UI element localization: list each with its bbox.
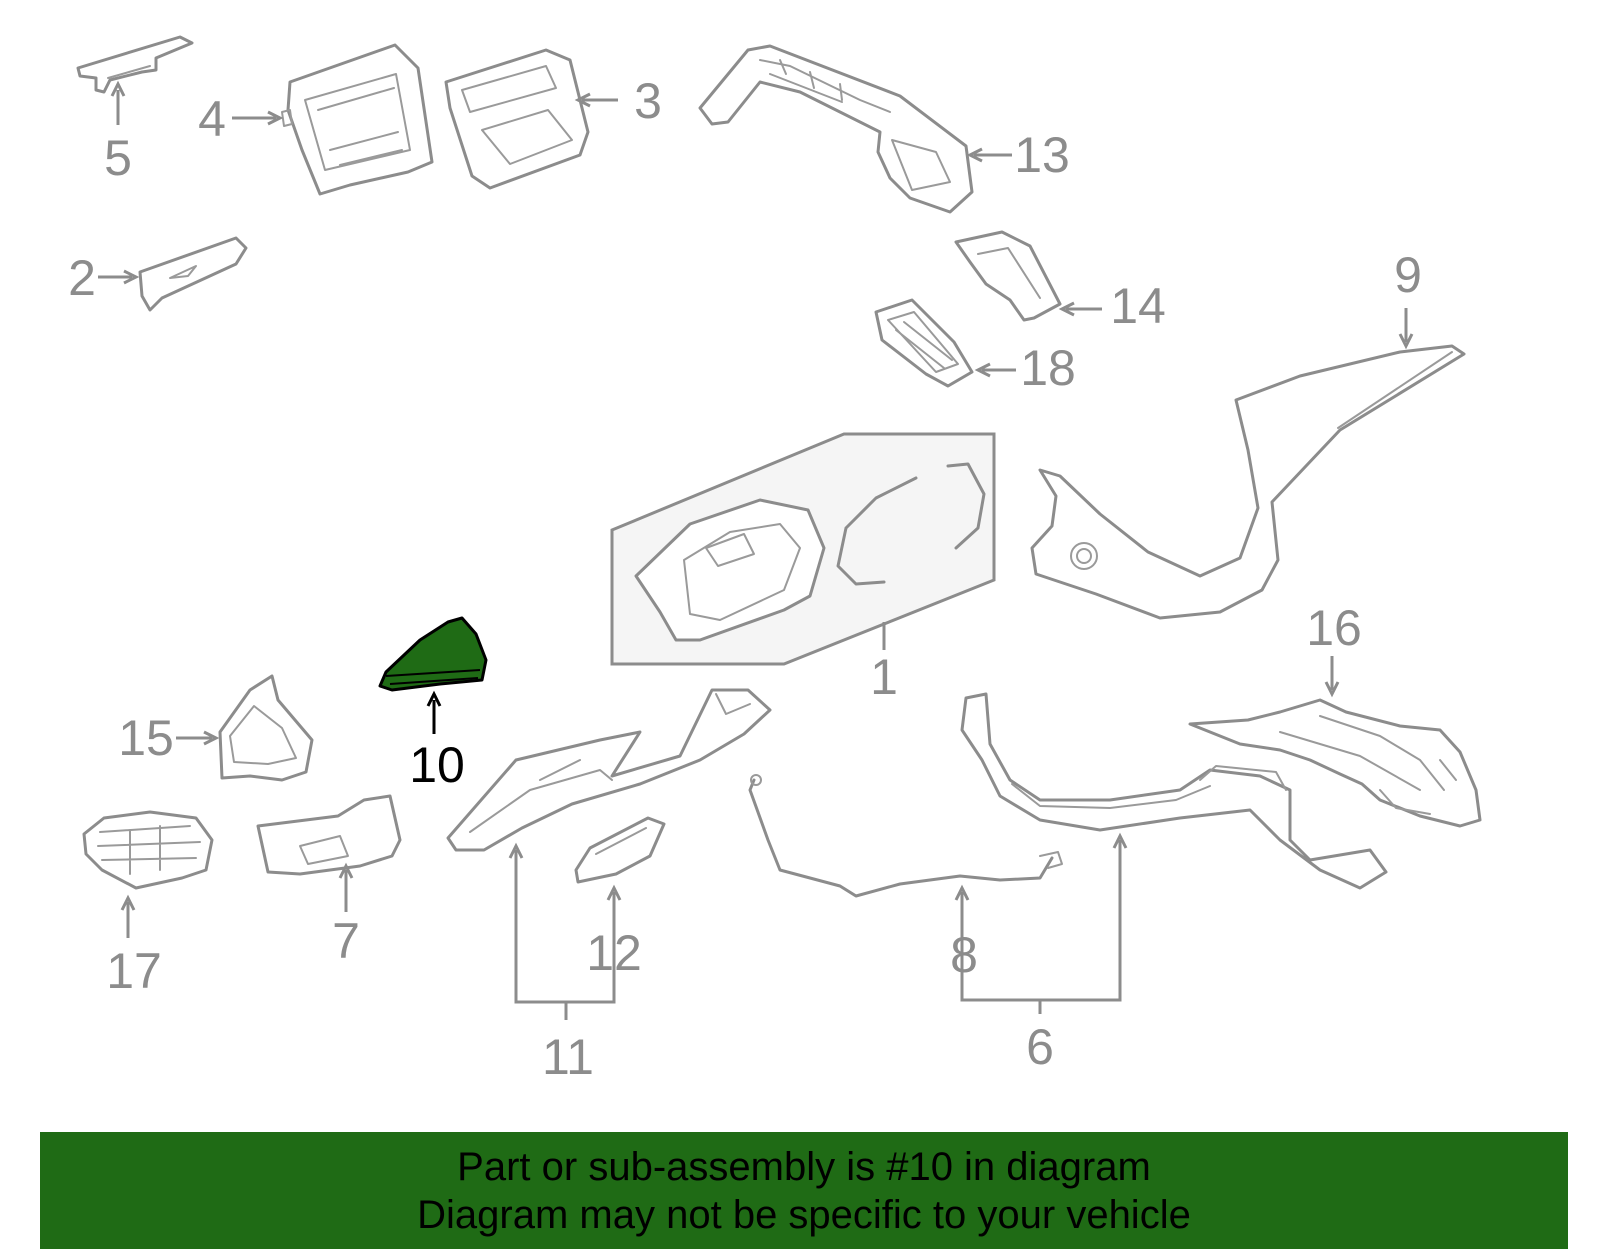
callout-3: 3 [634,73,662,129]
callout-11: 11 [542,1029,594,1085]
callout-13: 13 [1014,127,1070,183]
callout-12: 12 [586,925,642,981]
part-6 [960,692,1388,890]
callout-6: 6 [1026,1019,1054,1075]
banner-line-1: Part or sub-assembly is #10 in diagram [457,1144,1151,1189]
callout-17: 17 [106,943,162,999]
part-15 [218,674,314,782]
part-9 [1030,344,1466,620]
callout-14: 14 [1110,278,1166,334]
part-1-assembly-box [610,432,996,666]
callout-10: 10 [409,737,465,793]
part-18 [874,298,974,388]
parts-diagram: 5 4 3 2 13 14 [68,35,1482,1085]
banner-line-2: Diagram may not be specific to your vehi… [417,1192,1191,1237]
callout-8: 8 [950,927,978,983]
part-2 [138,236,248,312]
callout-18: 18 [1020,340,1076,396]
part-5 [76,35,194,94]
callout-5: 5 [104,130,132,186]
part-3 [444,48,590,190]
part-16 [1188,698,1482,828]
part-4 [281,43,434,196]
part-8 [748,774,1063,898]
part-10-detail [385,669,481,685]
callout-1: 1 [870,649,898,705]
callout-4: 4 [198,91,226,147]
callout-7: 7 [332,913,360,969]
part-17 [82,810,214,890]
part-11 [446,688,772,852]
leader-6-8 [960,840,1122,1014]
leader-11-12 [514,850,616,1020]
part-14 [954,230,1062,322]
callout-2: 2 [68,250,96,306]
part-12 [574,816,666,884]
part-7 [256,794,402,876]
info-banner: Part or sub-assembly is #10 in diagram D… [40,1132,1568,1249]
callout-15: 15 [118,710,174,766]
callout-9: 9 [1394,247,1422,303]
part-13 [698,44,974,214]
callout-16: 16 [1306,600,1362,656]
